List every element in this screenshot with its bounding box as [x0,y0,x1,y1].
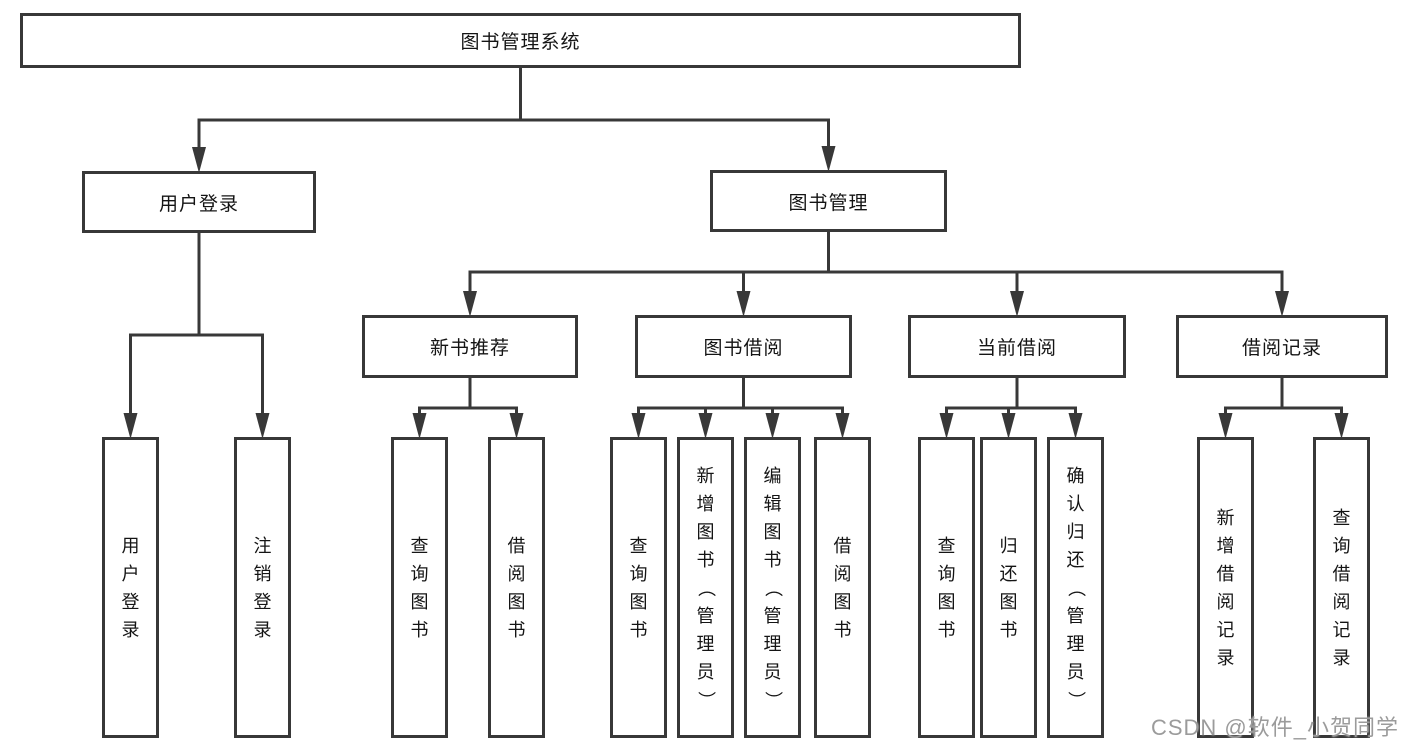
leaf-box-query-books: 查询图书 [610,437,667,738]
branch-box-book-borrow: 图书借阅 [635,315,852,378]
leaf-box-add-book-admin: 新增图书（管理员） [677,437,734,738]
leaf-box-query-books: 查询图书 [391,437,448,738]
branch-box-user-login: 用户登录 [82,171,316,233]
root-box-library-system: 图书管理系统 [20,13,1021,68]
leaf-box-query-books: 查询图书 [918,437,975,738]
branch-box-current-borrow: 当前借阅 [908,315,1126,378]
leaf-box-borrow-books: 借阅图书 [814,437,871,738]
leaf-box-logout: 注销登录 [234,437,291,738]
leaf-box-add-borrow-record: 新增借阅记录 [1197,437,1254,738]
leaf-box-user-login: 用户登录 [102,437,159,738]
leaf-box-confirm-return-admin: 确认归还（管理员） [1047,437,1104,738]
leaf-box-borrow-books: 借阅图书 [488,437,545,738]
leaf-box-edit-book-admin: 编辑图书（管理员） [744,437,801,738]
branch-box-book-management: 图书管理 [710,170,947,232]
csdn-watermark: CSDN @软件_小贺同学 [1150,715,1399,740]
branch-box-new-book-recommend: 新书推荐 [362,315,578,378]
branch-box-borrow-records: 借阅记录 [1176,315,1388,378]
leaf-box-return-book: 归还图书 [980,437,1037,738]
leaf-box-query-borrow-record: 查询借阅记录 [1313,437,1370,738]
